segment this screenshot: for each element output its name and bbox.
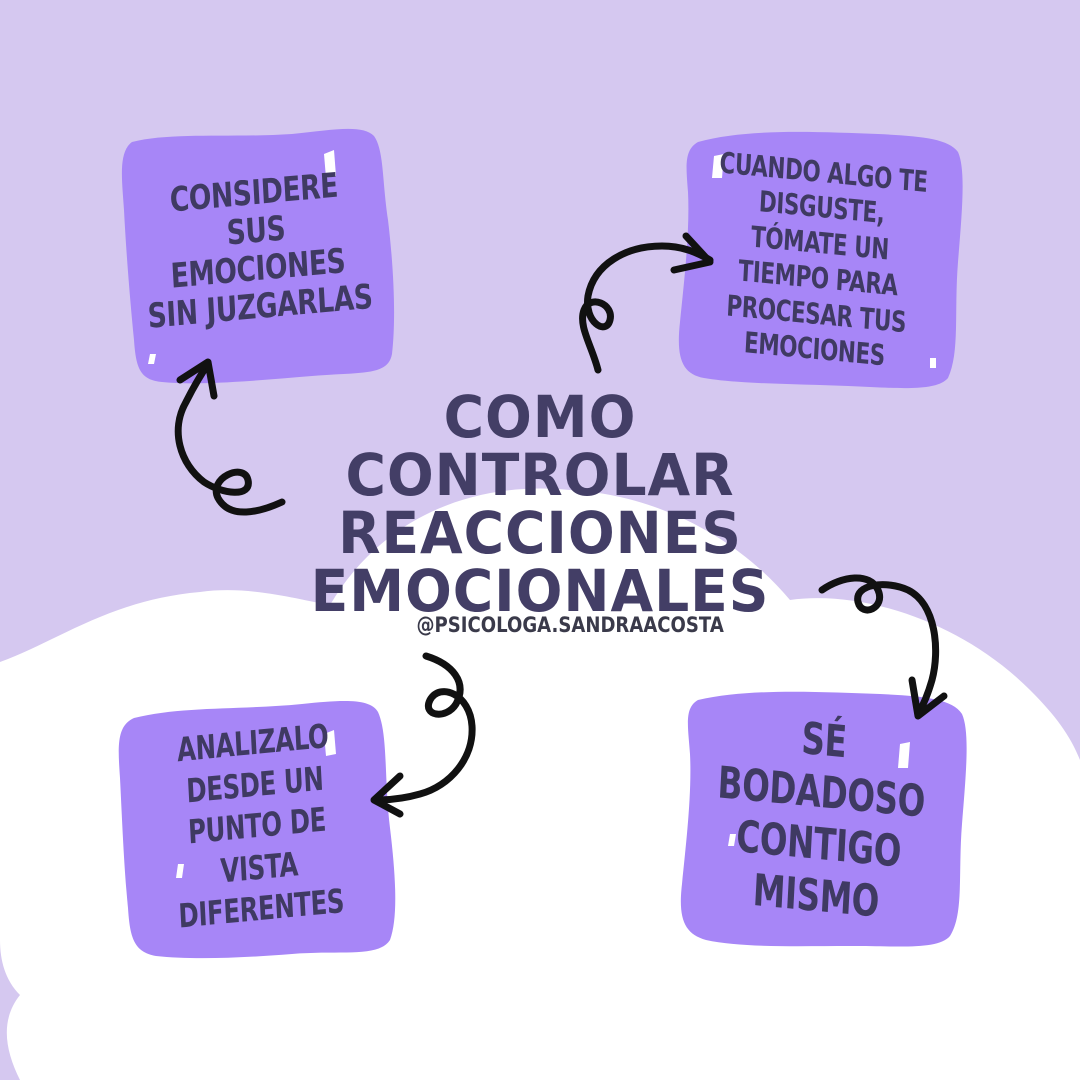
box-blob-shape xyxy=(118,701,396,959)
tip-text-analyze: ANALIZALO DESDE UN PUNTO DE VISTA DIFERE… xyxy=(176,716,346,936)
tip-text-consider-emotions: CONSIDERE SUS EMOCIONES SIN JUZGARLAS xyxy=(146,165,374,337)
curly-arrow-icon xyxy=(579,232,714,374)
tip-box-consider-emotions: CONSIDERE SUS EMOCIONES SIN JUZGARLAS xyxy=(112,110,402,390)
curly-arrow-icon xyxy=(818,574,948,720)
box-blob-shape xyxy=(678,131,963,389)
curly-arrow-icon xyxy=(370,652,476,818)
tip-box-be-kind: SÉ BODADOSO CONTIGO MISMO xyxy=(670,684,970,954)
tip-text-be-kind: SÉ BODADOSO CONTIGO MISMO xyxy=(716,713,927,928)
box-blob-shape xyxy=(121,128,395,384)
tip-text-take-time: CUANDO ALGO TE DISGUSTE, TÓMATE UN TIEMP… xyxy=(718,145,929,373)
title-line: CONTROLAR xyxy=(345,441,735,509)
title-line: COMO xyxy=(443,383,637,451)
curly-arrow-icon xyxy=(174,358,286,516)
title-line: REACCIONES xyxy=(338,499,742,567)
infographic-title: COMO CONTROLAR REACCIONES EMOCIONALES xyxy=(303,388,778,620)
title-line: EMOCIONALES xyxy=(310,557,770,625)
tip-box-take-time: CUANDO ALGO TE DISGUSTE, TÓMATE UN TIEMP… xyxy=(668,122,970,400)
box-blob-shape xyxy=(680,691,967,947)
author-handle: @PSICOLOGA.SANDRAACOSTA xyxy=(416,613,724,637)
tip-box-analyze: ANALIZALO DESDE UN PUNTO DE VISTA DIFERE… xyxy=(112,688,402,964)
